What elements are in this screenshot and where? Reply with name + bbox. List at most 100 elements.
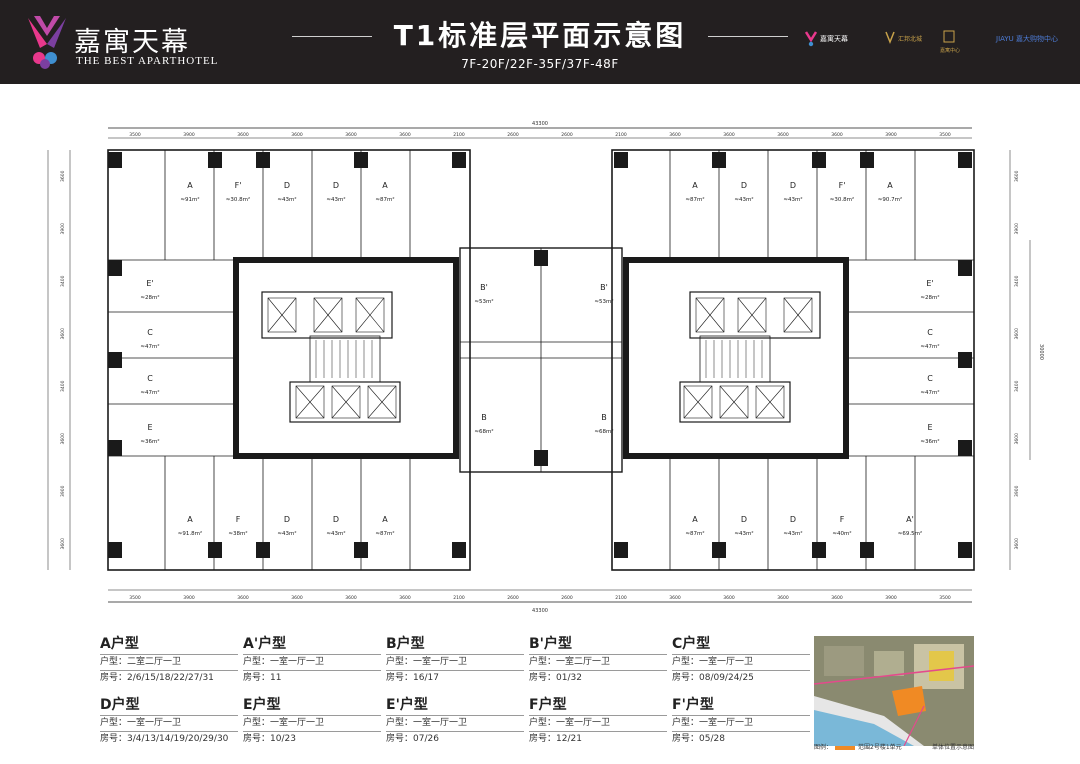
unit-area: ≈43m²	[783, 530, 802, 537]
unit-type: B'	[480, 283, 488, 292]
legend-item: A'户型户型：一室一厅一卫房号：11	[243, 636, 385, 685]
unit-type: F	[840, 515, 845, 524]
unit-area: ≈69.5m²	[898, 530, 922, 537]
legend-layout: 户型：一室一厅一卫	[100, 715, 238, 730]
legend-room-numbers: 房号：3/4/13/14/19/20/29/30	[100, 731, 238, 746]
legend-room-numbers: 房号：08/09/24/25	[672, 670, 810, 685]
unit-label: C≈47m²	[140, 328, 159, 350]
floor-plan-drawing: 43300 43300 30000 3500350039003900360036…	[47, 121, 1044, 614]
dimension-segment-right: 3400	[1014, 380, 1020, 392]
legend-unit-type: D户型	[100, 697, 140, 713]
legend-layout: 户型：一室一厅一卫	[386, 715, 524, 730]
legend-layout: 户型：一室二厅一卫	[529, 654, 667, 669]
page-title: T1标准层平面示意图	[393, 19, 687, 52]
unit-label: A≈87m²	[685, 515, 704, 537]
unit-label: F≈38m²	[228, 515, 247, 537]
dimension-segment: 2100	[615, 595, 627, 601]
partner-logo-jiayu-mall: JIAYU 嘉大购物中心	[995, 34, 1058, 43]
unit-area: ≈87m²	[375, 196, 394, 203]
unit-area: ≈43m²	[783, 196, 802, 203]
unit-label: D≈43m²	[734, 515, 753, 537]
legend-layout: 户型：一室一厅一卫	[386, 654, 524, 669]
legend-unit-type: F'户型	[672, 697, 714, 713]
legend-unit-type: C户型	[672, 636, 711, 652]
unit-label: D ≈43m²	[734, 181, 753, 203]
unit-type: E'	[926, 279, 933, 288]
brand-name-english: THE BEST APARTHOTEL	[76, 55, 219, 67]
unit-area: ≈47m²	[140, 343, 159, 350]
unit-area: ≈43m²	[734, 196, 753, 203]
dimension-segment: 3600	[237, 595, 249, 601]
unit-area: ≈47m²	[920, 343, 939, 350]
dimension-segment: 3500	[129, 132, 141, 138]
unit-type: D	[741, 181, 747, 190]
unit-label: D≈43m²	[783, 515, 802, 537]
unit-label: E' ≈28m²	[920, 279, 939, 301]
dimension-segment: 3600	[291, 595, 303, 601]
unit-area: ≈47m²	[140, 389, 159, 396]
total-dimension-right: 30000	[1038, 344, 1044, 360]
dimension-segment: 3500	[939, 132, 951, 138]
legend-room-numbers: 房号：10/23	[243, 731, 381, 746]
unit-label: B ≈68m²	[594, 413, 613, 435]
partner-logos: 嘉寓天幕 汇邦北城 嘉寓中心 JIAYU 嘉大购物中心	[804, 30, 1058, 54]
unit-label: D≈43m²	[277, 181, 296, 203]
map-legend-label: 图例：	[814, 744, 833, 751]
unit-type: B	[601, 413, 607, 422]
unit-label: E'≈28m²	[140, 279, 159, 301]
legend-unit-type: F户型	[529, 697, 567, 713]
unit-label: D≈43m²	[277, 515, 296, 537]
legend-unit-type: B户型	[386, 636, 425, 652]
unit-type: B	[481, 413, 487, 422]
dimension-segment: 2100	[453, 132, 465, 138]
unit-area: ≈87m²	[375, 530, 394, 537]
unit-label: D≈43m²	[326, 181, 345, 203]
dimension-segment: 3900	[183, 595, 195, 601]
total-dimension-bottom: 43300	[532, 608, 548, 614]
dimension-segment-left: 3400	[60, 275, 66, 287]
partner-logo-huibang: 汇邦北城	[885, 31, 922, 45]
dimension-segment-right: 3600	[1014, 538, 1020, 550]
map-location-label: 单体位置示意图	[931, 744, 974, 751]
unit-area: ≈40m²	[832, 530, 851, 537]
unit-type: D	[741, 515, 747, 524]
unit-area: ≈68m²	[594, 428, 613, 435]
dimension-segment-right: 3400	[1014, 275, 1020, 287]
unit-label: C ≈47m²	[140, 374, 159, 396]
dimension-segment: 3600	[345, 595, 357, 601]
dimension-segment-right: 3600	[1014, 433, 1020, 445]
unit-area: ≈53m²	[474, 298, 493, 305]
legend-layout: 户型：二室二厅一卫	[100, 654, 238, 669]
unit-label: A ≈91.8m²	[178, 515, 202, 537]
unit-label: F'≈30.8m²	[226, 181, 250, 203]
unit-label: F'≈30.8m²	[830, 181, 854, 203]
legend-unit-type: E'户型	[386, 697, 428, 713]
title-rule-left	[292, 36, 372, 37]
legend-layout: 户型：一室一厅一卫	[672, 654, 810, 669]
unit-type: A	[187, 515, 193, 524]
site-location-map	[814, 636, 974, 746]
unit-area: ≈90.7m²	[878, 196, 902, 203]
unit-type: C	[147, 374, 153, 383]
unit-label: A≈87m²	[375, 181, 394, 203]
unit-label: A≈90.7m²	[878, 181, 902, 203]
legend-room-numbers: 房号：07/26	[386, 731, 524, 746]
unit-type: F'	[839, 181, 846, 190]
unit-type: F	[236, 515, 241, 524]
unit-area: ≈43m²	[277, 530, 296, 537]
unit-label: A≈87m²	[685, 181, 704, 203]
dimension-segment: 3900	[183, 132, 195, 138]
unit-type: B'	[600, 283, 608, 292]
unit-area: ≈91m²	[180, 196, 199, 203]
structural-columns	[108, 152, 972, 558]
dimension-segment: 3600	[345, 132, 357, 138]
unit-label: E≈36m²	[140, 423, 159, 445]
dimension-segment: 2600	[507, 595, 519, 601]
unit-area: ≈91.8m²	[178, 530, 202, 537]
dimension-segment-left: 3600	[60, 538, 66, 550]
unit-area: ≈53m²	[594, 298, 613, 305]
unit-area: ≈28m²	[920, 294, 939, 301]
dimension-segment: 3500	[939, 595, 951, 601]
unit-type: A	[187, 181, 193, 190]
